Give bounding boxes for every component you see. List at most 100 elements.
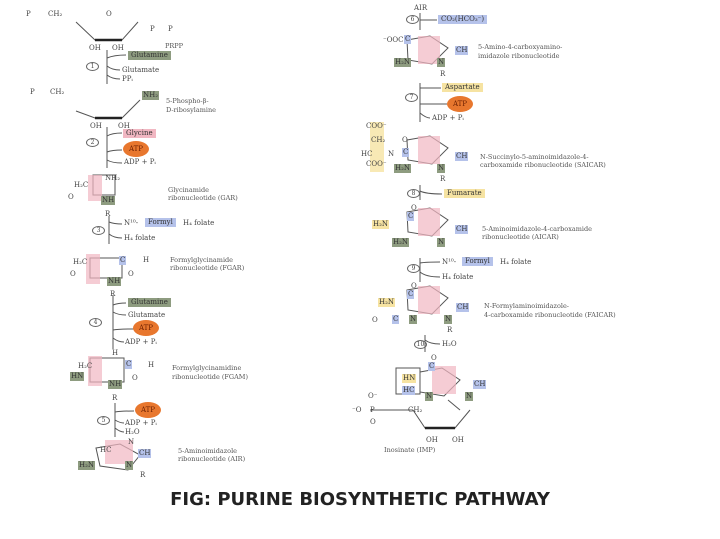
atom: HN (402, 374, 417, 383)
compound-name-aicar: ribonucleotide (AICAR) (482, 233, 559, 241)
compound-name-cair: imidazole ribonucleotide (478, 52, 560, 60)
compound-name-fgar: ribonucleotide (FGAR) (170, 264, 245, 272)
atom: N (409, 315, 418, 324)
atom: O (411, 204, 417, 212)
atom: H₂N (372, 220, 390, 229)
atom: R (440, 175, 446, 183)
compound-name-faicar: N-Formylaminoimidazole- (484, 302, 570, 310)
atom: O⁻ (368, 392, 378, 400)
atom: N (444, 315, 453, 324)
compound-name-fgar: Formylglycinamide (170, 256, 234, 264)
atom: CH₂ (408, 406, 423, 414)
atom: N (425, 392, 434, 401)
atom: N (128, 438, 135, 446)
atom: HN (70, 372, 85, 381)
atom: CH (138, 449, 152, 458)
atom: P (370, 406, 375, 414)
atom: C (404, 35, 412, 44)
atom: CH₂ (50, 88, 65, 96)
atom: H₂N (394, 164, 412, 173)
atp-reagent: ATP (447, 96, 473, 112)
formyl-group: Formyl (462, 257, 493, 266)
atom: COO⁻ (366, 160, 387, 168)
adp-pi-product: ADP + Pᵢ (124, 158, 156, 166)
atom: O (68, 193, 74, 201)
atom: HC (402, 386, 416, 395)
atom: R (105, 210, 111, 218)
adp-pi-product: ADP + Pᵢ (125, 338, 157, 346)
atom: O (370, 418, 376, 426)
step-number: 5 (97, 416, 110, 425)
compound-name-cair: 5-Amino-4-carboxyamino- (478, 43, 563, 51)
compound-name-fgam: ribonucleotide (FGAM) (172, 373, 249, 381)
formyl-group: Formyl (145, 218, 176, 227)
atom: H₂N (78, 461, 96, 470)
atom: R (440, 70, 446, 78)
compound-name-imp: Inosinate (IMP) (384, 446, 436, 454)
atom: H₂N (392, 238, 410, 247)
atom: ⁻O (352, 406, 362, 414)
n10-prefix: N¹⁰- (124, 219, 139, 227)
atom: OH (89, 44, 101, 52)
compound-name-faicar: 4-carboxamide ribonucleotide (FAICAR) (484, 311, 616, 319)
atom: R (447, 326, 453, 334)
atom: NH (101, 196, 116, 205)
atom: NH (107, 277, 122, 286)
atp-reagent: ATP (123, 141, 149, 157)
figure-title: FIG: PURINE BIOSYNTHETIC PATHWAY (170, 489, 550, 510)
atom: CH₂ (371, 136, 386, 144)
atom: H (112, 349, 119, 357)
atom: H (143, 256, 150, 264)
phosphate-group: P (26, 10, 31, 18)
step-number: 2 (86, 138, 99, 147)
atom: C (402, 148, 410, 157)
atom: N (437, 164, 446, 173)
step-number: 6 (406, 15, 419, 24)
h4-folate-suffix: H₄ folate (500, 258, 532, 266)
atom: OH (112, 44, 124, 52)
atom: R (110, 290, 116, 298)
atp-reagent: ATP (135, 402, 161, 418)
atom: H₂C (73, 258, 88, 266)
atom: O (106, 10, 112, 18)
h4-folate-product: H₄ folate (442, 273, 474, 281)
atom: N (125, 461, 134, 470)
h2o-product: H₂O (125, 428, 140, 436)
air-input: AIR (414, 4, 428, 12)
atom: H₂C (74, 181, 89, 189)
atom: N (465, 392, 474, 401)
atom: O (402, 136, 408, 144)
atom: H (148, 361, 155, 369)
atom: C (428, 362, 436, 371)
adp-pi-product: ADP + Pᵢ (125, 419, 157, 427)
step-number: 10 (414, 340, 427, 349)
atom: CH (456, 303, 470, 312)
phosphate-group: P (150, 25, 155, 33)
atom: CH₂ (48, 10, 63, 18)
h2o-product: H₂O (442, 340, 457, 348)
step-number: 3 (92, 226, 105, 235)
ppi-product: PPᵢ (122, 75, 133, 83)
aspartate-reagent: Aspartate (442, 83, 483, 92)
atom: O (431, 354, 437, 362)
h4-folate-suffix: H₄ folate (183, 219, 215, 227)
atom: COO⁻ (366, 122, 387, 130)
atom: HC (361, 150, 373, 158)
atom: H₂N (394, 58, 412, 67)
atom: NH₂ (105, 174, 121, 182)
atom: C (392, 315, 400, 324)
atom: CH (455, 225, 469, 234)
atom: C (119, 256, 127, 265)
atp-reagent: ATP (133, 320, 159, 336)
atom: O (132, 374, 138, 382)
atom: C (125, 360, 133, 369)
step-number: 4 (89, 318, 102, 327)
atom: R (140, 471, 146, 479)
atom: NH (108, 380, 123, 389)
glutamate-product: Glutamate (128, 311, 166, 319)
compound-name-fgam: Formylglycinamidine (172, 364, 242, 372)
atom: O (70, 270, 76, 278)
n10-prefix: N¹⁰- (442, 258, 457, 266)
compound-name-gar: Glycinamide (168, 186, 209, 194)
